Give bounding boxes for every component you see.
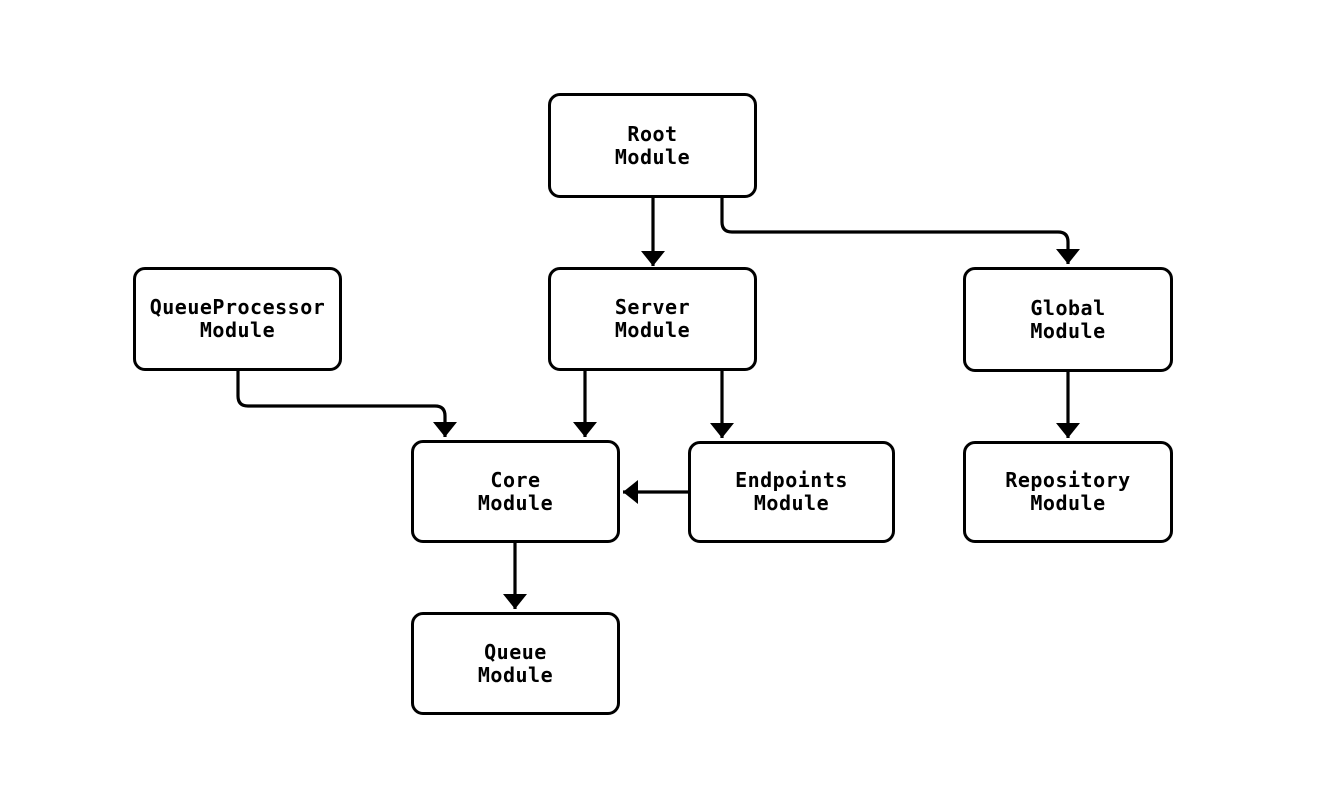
node-label-line1: Repository [1005,468,1131,492]
node-label-line1: Queue [484,639,547,664]
node-label-line2: Module [1030,491,1106,515]
node-global-module: Global Module [963,267,1173,372]
node-core-module: Core Module [411,440,620,543]
node-label-line2: Module [614,144,691,169]
node-label-line2: Module [199,318,276,342]
node-repository-module: Repository Module [963,441,1173,543]
node-queue-module: Queue Module [411,612,620,715]
node-server-module: Server Module [548,267,757,371]
node-label-line2: Module [1030,318,1106,343]
node-queueprocessor-module: QueueProcessor Module [133,267,342,371]
node-label-line1: Root [627,121,678,146]
node-label-line1: Core [490,467,541,492]
node-label-line2: Module [753,491,830,515]
node-label-line2: Module [477,490,554,515]
node-label-line1: QueueProcessor [149,295,326,319]
edge-queueprocessor-to-core [236,371,457,437]
node-root-module: Root Module [548,93,757,198]
node-endpoints-module: Endpoints Module [688,441,895,543]
node-label-line2: Module [477,662,554,687]
node-label-line1: Global [1030,295,1106,320]
edge-root-to-global [720,198,1080,264]
node-label-line1: Endpoints [735,468,848,492]
node-label-line1: Server [614,295,691,319]
node-label-line2: Module [614,318,691,342]
